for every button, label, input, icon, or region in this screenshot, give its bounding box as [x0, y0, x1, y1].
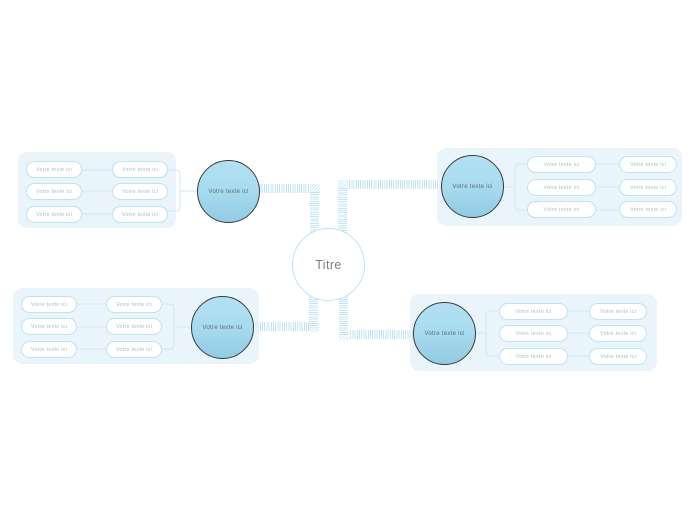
node-top-right-inner-1[interactable]: Votre texte ici: [527, 156, 596, 173]
connector-elbow-top-left: [310, 184, 320, 194]
node-top-right-outer-1[interactable]: Votre texte ici: [619, 156, 677, 173]
connector-band-top-left-horizontal: [255, 184, 312, 193]
node-bottom-left-outer-3[interactable]: Votre texte ici: [106, 341, 162, 358]
node-bottom-right-inner-3[interactable]: Votre texte ici: [499, 348, 568, 365]
node-bottom-right-inner-1[interactable]: Votre texte ici: [499, 303, 568, 320]
node-bottom-right-outer-3[interactable]: Votre texte ici: [589, 348, 647, 365]
node-bottom-left-outer-1[interactable]: Votre texte ici: [106, 296, 162, 313]
connector-elbow-top-right: [338, 180, 348, 190]
connector-band-bottom-left-horizontal: [251, 322, 311, 331]
connector-band-bottom-right-vertical: [339, 290, 348, 336]
node-bottom-left-outer-2[interactable]: Votre texte ici: [106, 318, 162, 335]
node-top-left-outer-1[interactable]: Votre texte ici: [112, 161, 168, 178]
node-bottom-right-outer-2[interactable]: Votre texte ici: [589, 325, 647, 342]
node-top-left-outer-2[interactable]: Votre texte ici: [112, 183, 168, 200]
node-top-right-inner-2[interactable]: Votre texte ici: [527, 179, 596, 196]
node-top-left-inner-2[interactable]: Votre texte ici: [26, 183, 82, 200]
node-top-right-inner-3[interactable]: Votre texte ici: [527, 201, 596, 218]
branch-circle-bottom-left[interactable]: Votre texte ici: [191, 296, 254, 359]
node-top-right-outer-3[interactable]: Votre texte ici: [619, 201, 677, 218]
node-top-right-outer-2[interactable]: Votre texte ici: [619, 179, 677, 196]
node-top-left-inner-1[interactable]: Votre texte ici: [26, 161, 82, 178]
node-bottom-right-inner-2[interactable]: Votre texte ici: [499, 325, 568, 342]
branch-circle-bottom-right[interactable]: Votre texte ici: [413, 302, 476, 365]
connector-band-top-right-horizontal: [347, 180, 443, 189]
center-title-circle[interactable]: Titre: [292, 228, 365, 301]
branch-circle-top-left[interactable]: Votre texte ici: [197, 160, 260, 223]
connector-band-top-right-vertical: [338, 188, 347, 237]
node-bottom-left-inner-3[interactable]: Votre texte ici: [21, 341, 77, 358]
connector-band-bottom-right-horizontal: [348, 330, 418, 339]
connector-band-top-left-vertical: [310, 192, 319, 237]
node-bottom-right-outer-1[interactable]: Votre texte ici: [589, 303, 647, 320]
node-bottom-left-inner-1[interactable]: Votre texte ici: [21, 296, 77, 313]
node-top-left-inner-3[interactable]: Votre texte ici: [26, 206, 82, 223]
branch-circle-top-right[interactable]: Votre texte ici: [441, 155, 504, 218]
node-top-left-outer-3[interactable]: Votre texte ici: [112, 206, 168, 223]
connector-band-bottom-left-vertical: [309, 290, 318, 328]
node-bottom-left-inner-2[interactable]: Votre texte ici: [21, 318, 77, 335]
